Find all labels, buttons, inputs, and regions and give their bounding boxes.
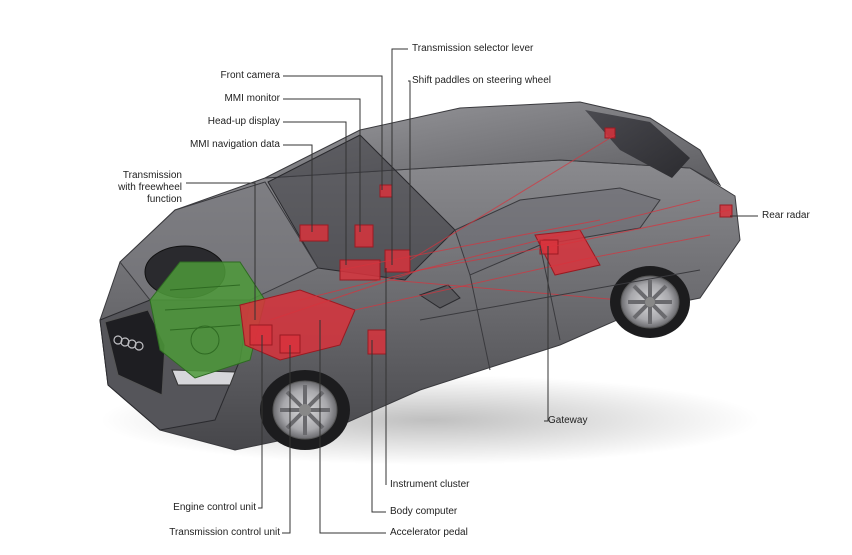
door-lines: [419, 244, 701, 371]
red-components: [239, 127, 733, 361]
label-engine-control-unit: Engine control unit: [173, 502, 256, 513]
label-mmi-navigation-data: MMI navigation data: [189, 139, 280, 150]
body-computer-box: [367, 329, 387, 355]
label-transmission-freewheel: Transmission with freewheel function: [72, 170, 182, 206]
label-accelerator-pedal: Accelerator pedal: [390, 527, 468, 538]
rear-wheel: [610, 266, 690, 338]
label-instrument-cluster: Instrument cluster: [390, 479, 470, 490]
label-transmission-freewheel-line1: Transmission: [122, 170, 182, 181]
label-head-up-display: Head-up display: [207, 116, 280, 127]
wiring: [269, 134, 731, 321]
leader-lines: [186, 48, 758, 534]
label-shift-paddles: Shift paddles on steering wheel: [412, 75, 551, 86]
rear-window: [585, 110, 690, 178]
side-mirror: [418, 284, 461, 309]
label-body-computer: Body computer: [390, 506, 458, 517]
dash-box-3: [354, 224, 374, 248]
label-rear-radar: Rear radar: [762, 210, 810, 221]
label-transmission-selector-lever: Transmission selector lever: [412, 43, 534, 54]
engine-detail: [164, 284, 246, 355]
ecu-box: [249, 324, 273, 346]
dash-box-1: [299, 224, 329, 242]
label-transmission-freewheel-line2: with freewheel: [118, 182, 182, 193]
label-front-camera: Front camera: [220, 70, 280, 81]
label-transmission-control-unit: Transmission control unit: [169, 527, 280, 538]
label-gateway: Gateway: [548, 415, 588, 426]
label-mmi-monitor: MMI monitor: [224, 93, 280, 104]
front-grille: [104, 309, 166, 396]
grille-rings: [113, 335, 144, 351]
front-wheel: [260, 370, 350, 450]
side-windows: [454, 187, 661, 276]
label-transmission-freewheel-line3: function: [146, 194, 182, 205]
